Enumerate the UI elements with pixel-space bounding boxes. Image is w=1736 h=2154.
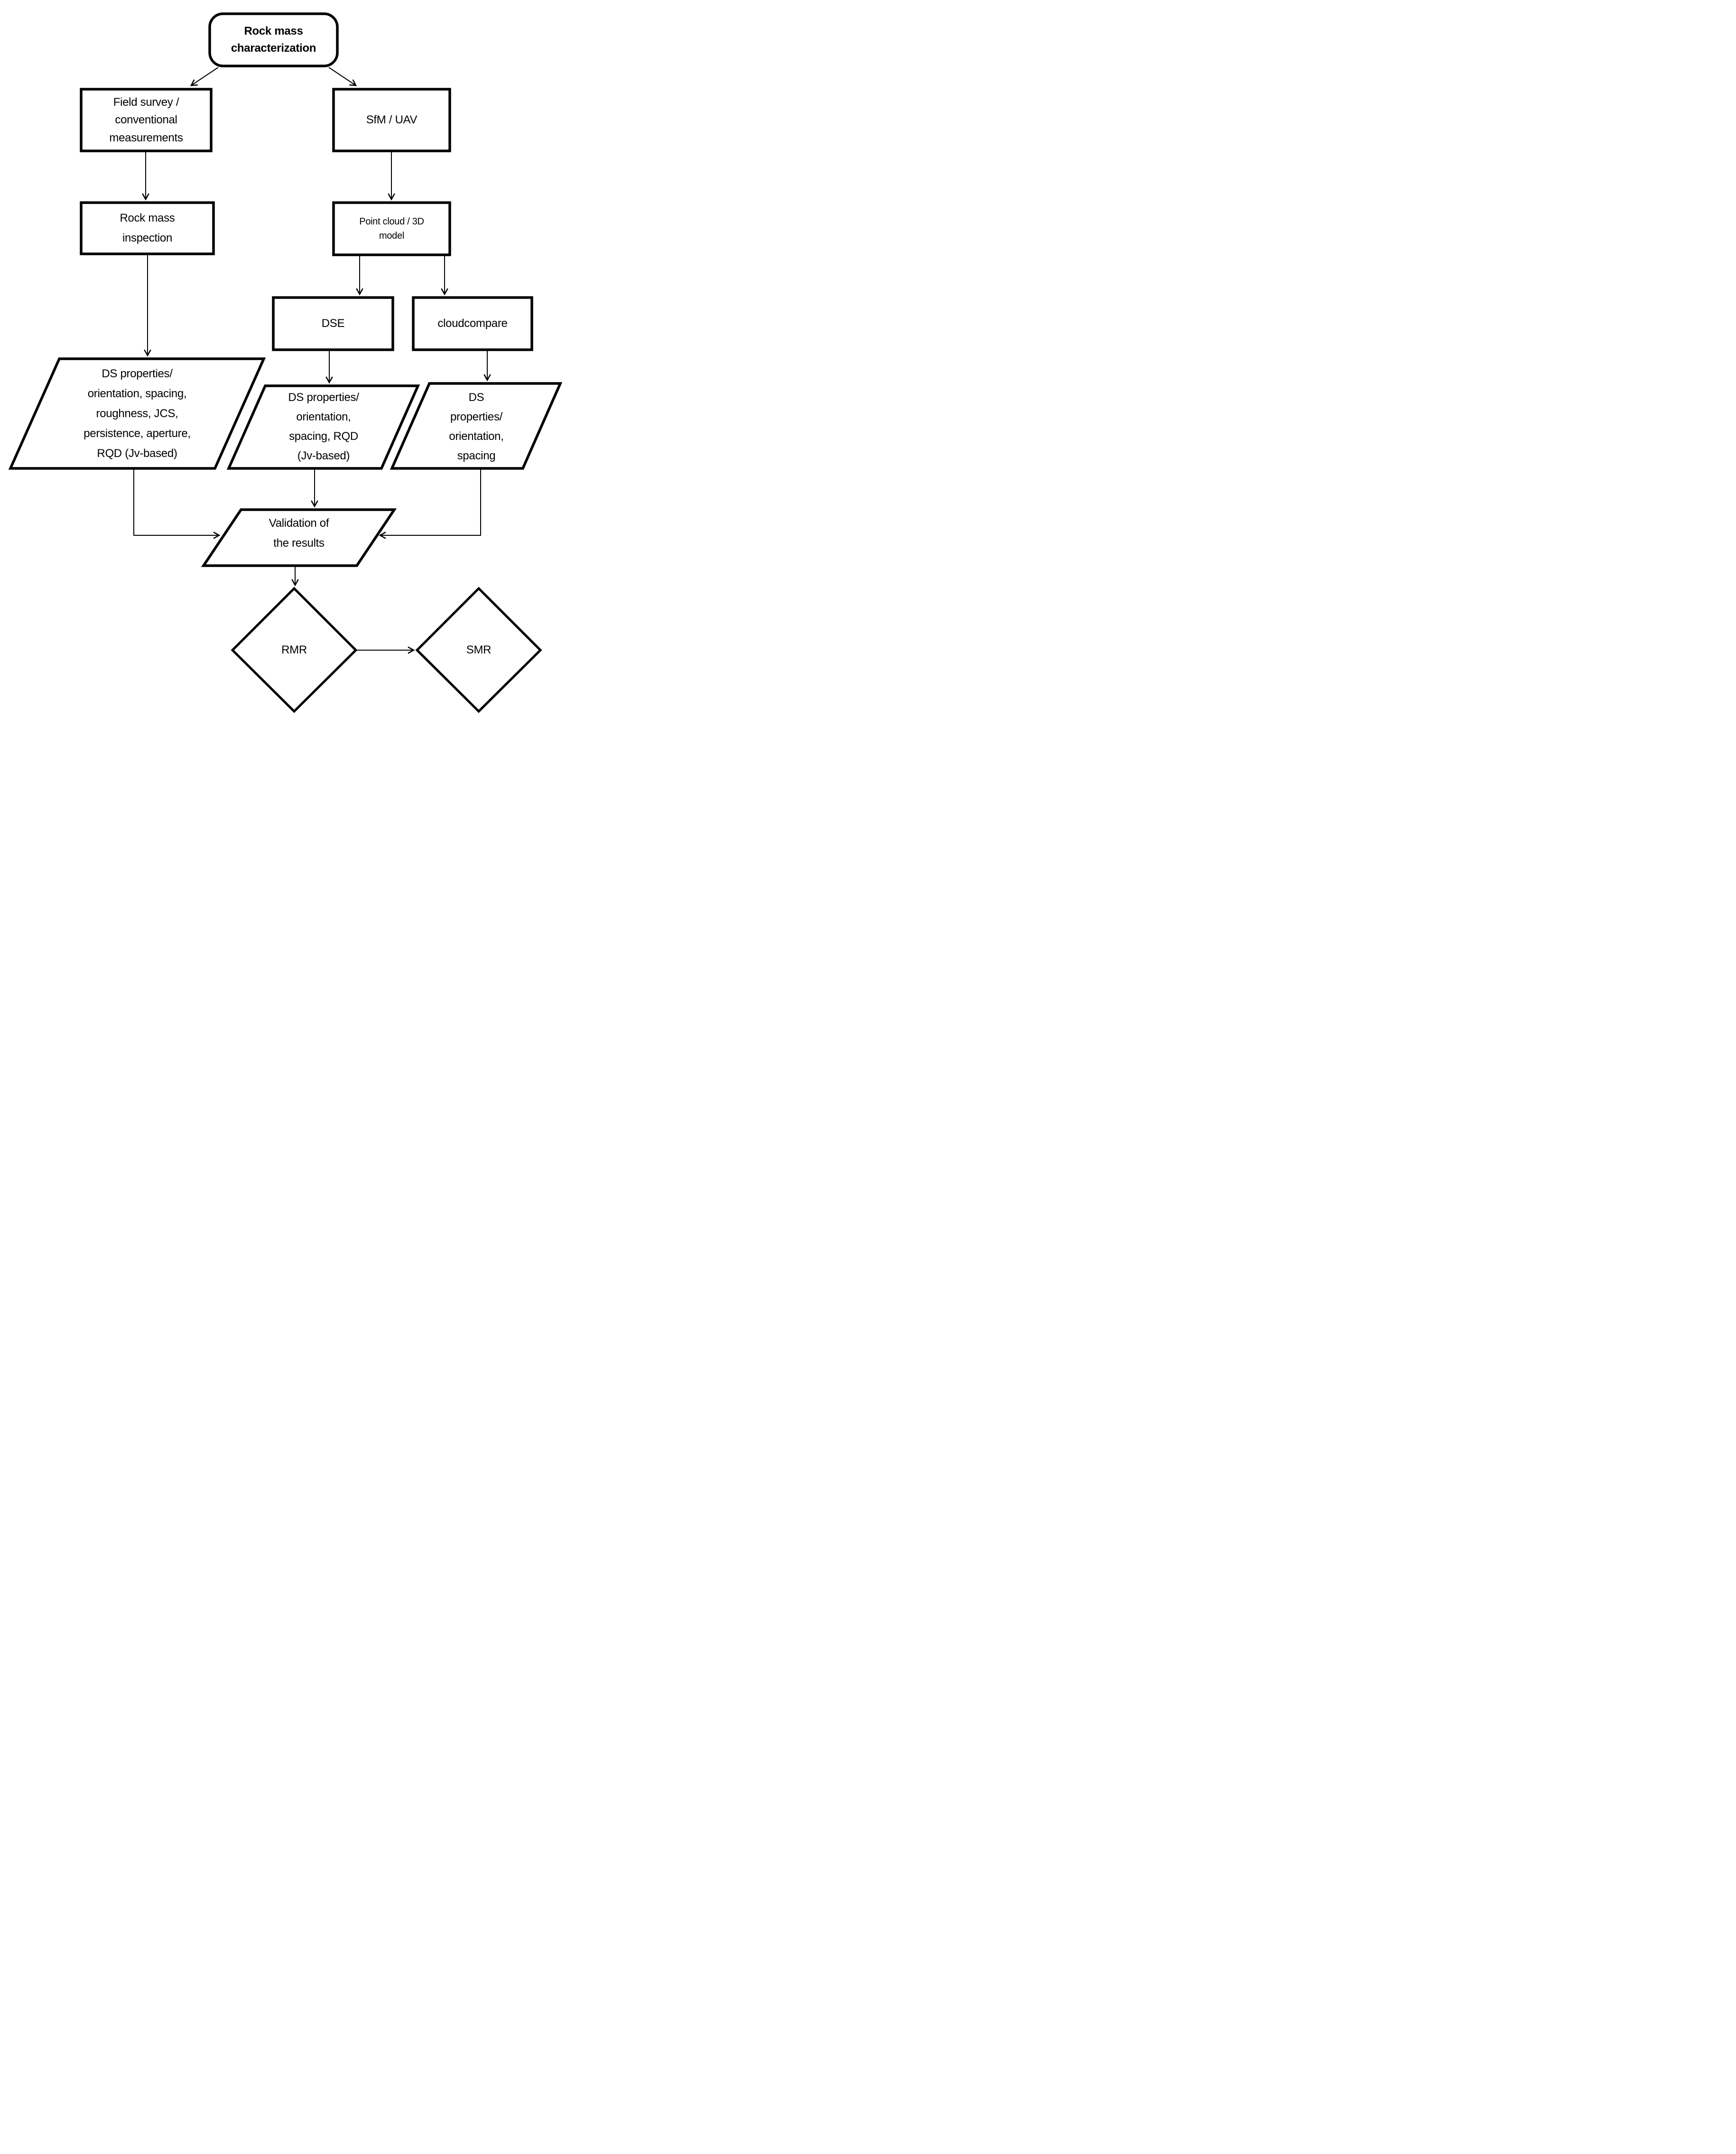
cloudcompare-node-shape [412, 296, 533, 351]
connector-root-to-field-survey [190, 67, 219, 86]
smr-diamond-shape [415, 587, 542, 713]
sfm-uav-node-shape [332, 88, 451, 152]
point-cloud-node-shape [332, 201, 451, 256]
connector-root-to-sfm-uav [328, 67, 357, 86]
connector-ds-cloudcompare-to-validation [379, 468, 481, 539]
dse-node-shape [272, 296, 394, 351]
validation-parallelogram-shape [201, 508, 397, 567]
root-node-shape [208, 12, 339, 67]
ds-field-parallelogram-shape [8, 357, 266, 470]
rmr-diamond-shape [231, 587, 358, 713]
rock-mass-inspection-node-shape [80, 201, 215, 255]
flowchart-canvas: Rock mass characterization Field survey … [0, 0, 579, 718]
ds-dse-parallelogram-shape [226, 384, 420, 470]
flowchart-graphics [8, 12, 563, 713]
ds-cloudcompare-parallelogram-shape [390, 382, 563, 470]
field-survey-node-shape [80, 88, 213, 152]
connector-ds-field-to-validation [133, 468, 221, 539]
